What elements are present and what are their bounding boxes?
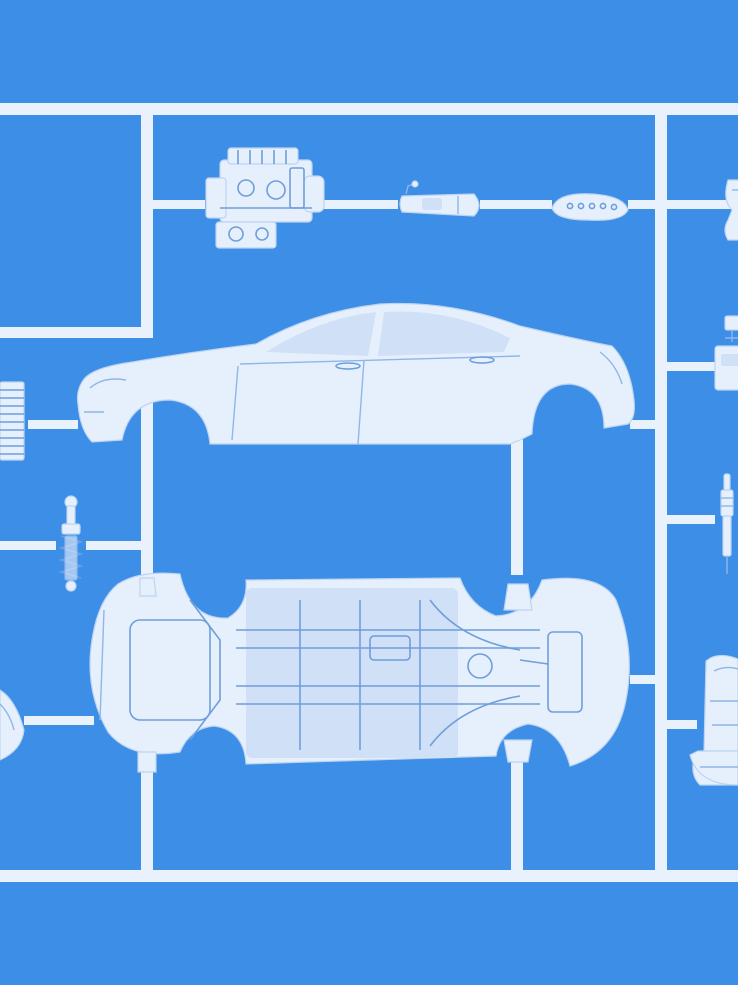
runner-upper-left-vertical [141, 115, 153, 337]
side-mirror-icon [0, 689, 25, 761]
gate-mirror [24, 716, 94, 725]
gate-relay [667, 362, 715, 371]
runner-bottom [0, 870, 738, 882]
fuel-pump-icon [399, 180, 480, 217]
chassis-clips [137, 577, 533, 773]
gate-shock-right [86, 541, 141, 550]
gate-light-right [628, 200, 738, 209]
car-body-icon [76, 302, 635, 445]
gate-shock-left [0, 541, 56, 550]
gate-engine-right [320, 200, 398, 209]
runner-top [0, 103, 738, 115]
gate-filter [28, 420, 78, 429]
bracket-icon [724, 179, 738, 241]
seat-icon [689, 654, 738, 786]
sprue-frame [0, 103, 738, 882]
gate-seat [667, 720, 697, 729]
runner-right-vertical [655, 115, 667, 870]
shock-absorber-icon [58, 495, 84, 592]
gate-plug [667, 515, 715, 524]
gate-engine-left [153, 200, 205, 209]
runner-center-right-vertical-bottom [511, 755, 523, 870]
chassis-icon [89, 572, 630, 767]
relay-box-icon [714, 315, 738, 391]
air-filter-icon [0, 381, 25, 461]
gate-chassis-right [630, 675, 655, 684]
engine-icon [205, 147, 325, 249]
gate-pump-right [480, 200, 552, 209]
tail-light-icon [551, 193, 629, 221]
spark-plug-icon [720, 473, 734, 574]
gate-body-right [630, 420, 655, 429]
runner-upper-left-horizontal [0, 327, 153, 338]
